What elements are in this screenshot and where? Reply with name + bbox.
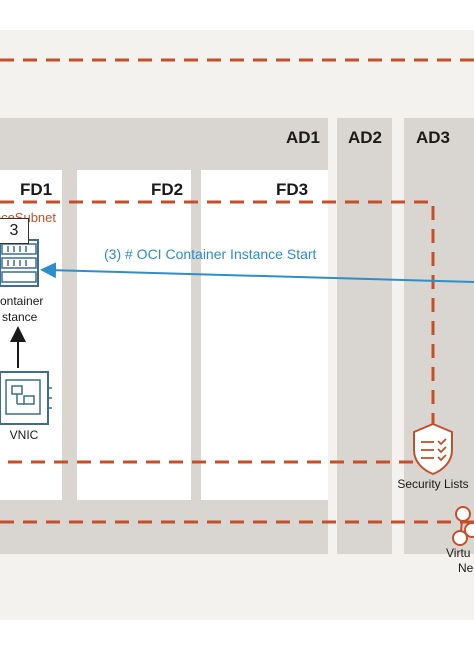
instance-start-label: (3) # OCI Container Instance Start bbox=[104, 246, 317, 262]
container-instance-label-line2: stance bbox=[2, 310, 38, 324]
ad2-panel: AD2 bbox=[337, 118, 392, 554]
fd3-panel: FD3 bbox=[201, 170, 328, 500]
fd1-label: FD1 bbox=[20, 180, 53, 199]
top-margin bbox=[0, 0, 474, 30]
virtual-network-icon bbox=[452, 506, 474, 546]
security-lists-label: Security Lists bbox=[397, 477, 469, 491]
ad2-label: AD2 bbox=[348, 128, 383, 147]
ad3-label: AD3 bbox=[416, 128, 451, 147]
fd2-panel: FD2 bbox=[77, 170, 191, 500]
vnic-label: VNIC bbox=[9, 428, 39, 442]
virtual-network-label-line2: Ne bbox=[458, 561, 474, 575]
step-badge: 3 bbox=[0, 218, 29, 244]
subnet-boundary bbox=[0, 200, 435, 464]
security-lists-icon bbox=[413, 422, 453, 476]
bottom-margin bbox=[0, 620, 474, 646]
ad1-label: AD1 bbox=[286, 128, 321, 147]
virtual-network-label-line1: Virtu bbox=[446, 546, 471, 560]
container-instance-icon bbox=[0, 239, 39, 287]
vnic-icon bbox=[0, 371, 52, 425]
container-instance-label-line1: ontainer bbox=[0, 294, 44, 308]
fd2-label: FD2 bbox=[151, 180, 184, 199]
ad3-panel: AD3 bbox=[404, 118, 474, 554]
fd3-label: FD3 bbox=[276, 180, 309, 199]
instance-start-arrow bbox=[40, 262, 474, 283]
